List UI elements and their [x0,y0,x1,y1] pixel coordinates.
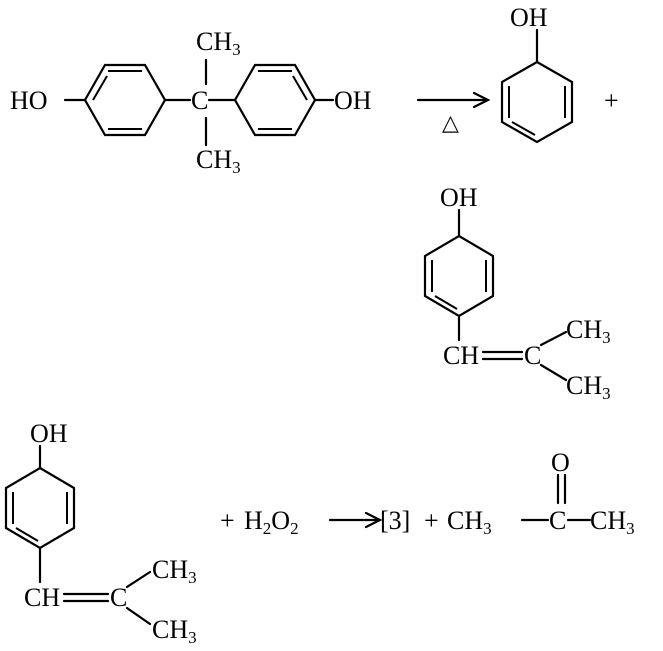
plus-sign-2: + [220,506,235,535]
lower-methyl-label: CH3 [152,615,197,647]
bottom-methyl-label: CH3 [196,145,241,177]
vinyl-ch-label: CH [24,583,60,612]
hydrogen-peroxide-formula: H2O2 [244,506,299,538]
left-hydroxyl-label: HO [10,86,48,115]
bond-c-upper-methyl [539,330,568,347]
unknown-product-label: [3] [380,506,410,535]
bond-c-lower-methyl [539,363,568,382]
acetone-molecule: CH3 C O CH3 [447,448,635,538]
plus-sign-3: + [424,506,439,535]
bond-c-upper-methyl [125,570,152,589]
arrow-head [472,91,491,109]
phenol-ring [500,60,574,144]
heat-symbol: △ [442,110,459,135]
carbonyl-oxygen-label: O [551,448,570,477]
bisphenol-a-molecule: HO C CH3 CH3 OH [10,27,372,177]
upper-methyl-label: CH3 [566,315,611,347]
phenol-molecule: OH [500,3,574,144]
isopropenylphenol-molecule-2: OH CH C CH3 CH3 [4,419,197,647]
acetone-left-methyl-label: CH3 [447,506,492,538]
right-hydroxyl-label: OH [334,86,372,115]
lower-methyl-label: CH3 [566,371,611,403]
ring-right-double-bond-side [292,75,308,101]
ring-left-double-bond-side [92,75,108,101]
ring-double-bond-bottom [15,527,39,542]
phenol-ring-double-bond-bottom [511,121,536,136]
benzene-ring-left [83,63,167,137]
phenol-hydroxyl-label: OH [510,3,548,32]
carbonyl-carbon-label: C [549,506,566,535]
reaction-2-equation: + H2O2 [3] + [220,506,439,538]
top-methyl-label: CH3 [196,27,241,59]
isopropenylphenol-molecule-1: OH CH C CH3 CH3 [423,183,611,403]
bond-c-lower-methyl [125,606,152,626]
ring-double-bond-bottom [434,295,458,310]
upper-methyl-label: CH3 [152,555,197,587]
vinyl-c-label: C [524,341,541,370]
benzene-ring-right [233,63,317,137]
quaternary-carbon-label: C [191,86,208,115]
plus-sign-1: + [604,86,619,115]
isopropenylphenol-ring [423,234,495,318]
isopropenylphenol-hydroxyl-label: OH [440,183,478,212]
vinyl-c-label: C [110,583,127,612]
reaction-arrow-1: △ [416,91,491,135]
vinyl-ch-label: CH [443,341,479,370]
reaction-arrow-2-head [364,511,383,529]
reactant-hydroxyl-label: OH [30,419,68,448]
reactant-ring [4,466,76,550]
acetone-right-methyl-label: CH3 [590,506,635,538]
